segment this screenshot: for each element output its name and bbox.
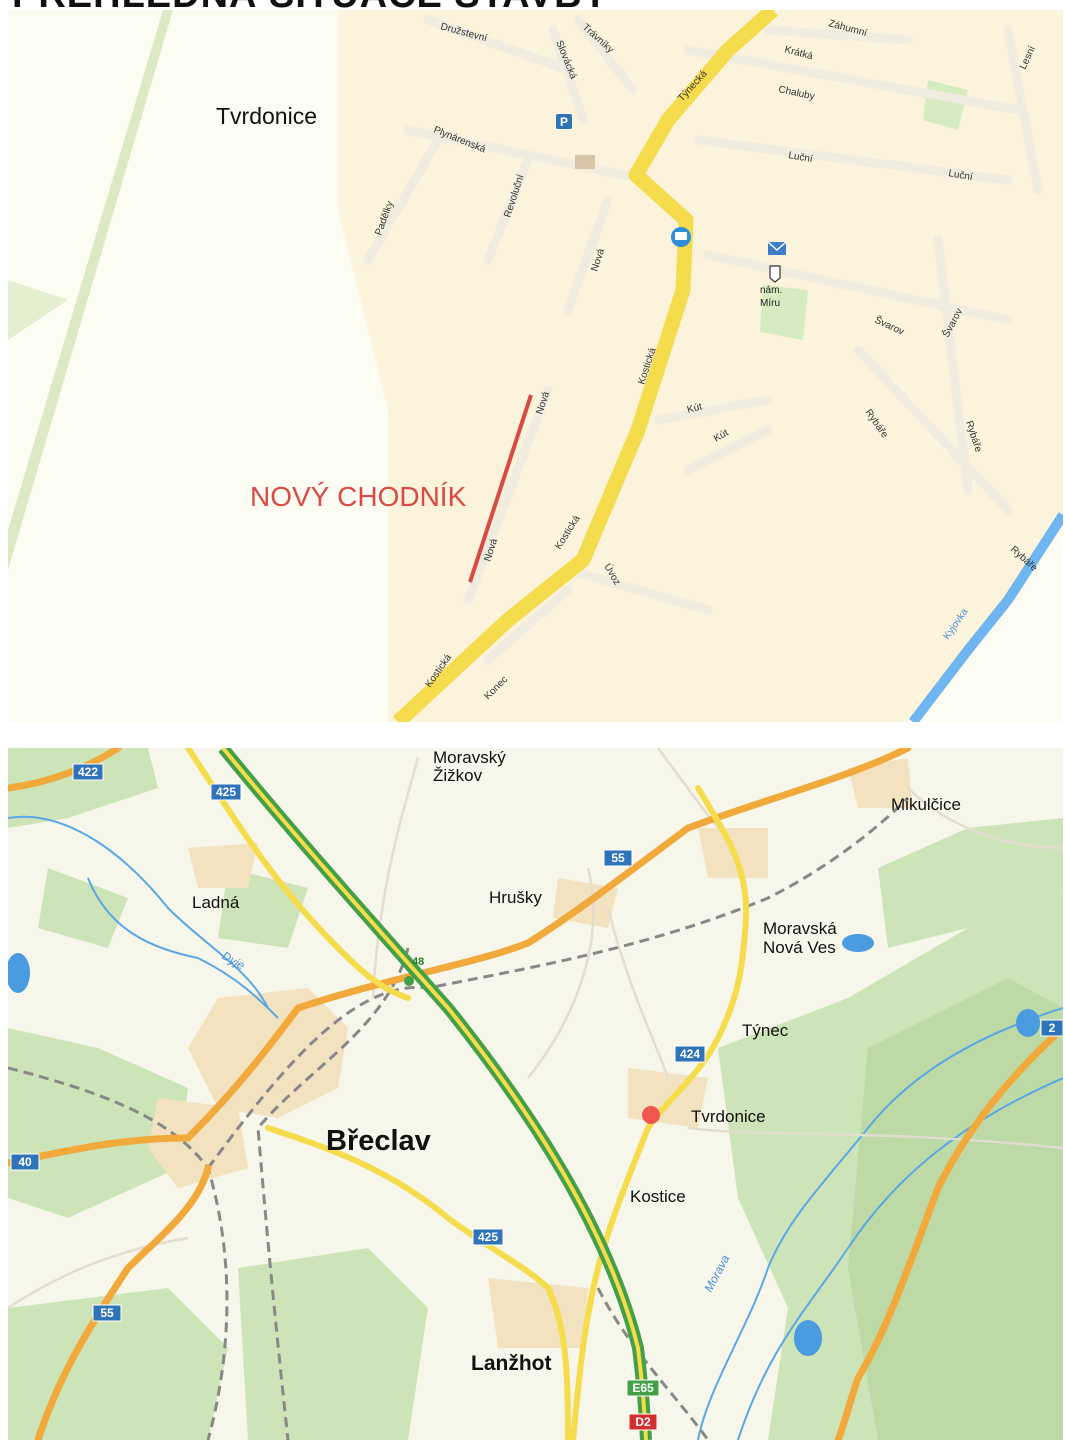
main-road [392, 10, 778, 722]
exit-number: 48 [412, 956, 424, 968]
minor-roads [8, 748, 1063, 1310]
ladna-urban [188, 843, 258, 888]
church-icon [575, 155, 595, 169]
svg-text:55: 55 [611, 851, 625, 865]
region-map-canvas: 48 422 425 55 40 424 425 55 2 E65 D2 Mor… [8, 748, 1063, 1440]
place-label: Kostice [630, 1187, 686, 1206]
road-shield-425: 425 [210, 783, 242, 801]
road-shield-2: 2 [1040, 1019, 1063, 1037]
svg-text:E65: E65 [632, 1381, 654, 1395]
lakes [8, 934, 1040, 1356]
road-shield-40: 40 [10, 1153, 40, 1171]
kyjovka-river [909, 512, 1063, 722]
regional-roads [8, 748, 1063, 1440]
place-label: Ladná [192, 893, 240, 912]
square-label: Míru [760, 298, 780, 309]
lanzhot-urban [488, 1278, 588, 1348]
svg-text:424: 424 [680, 1047, 700, 1061]
road-shield-425: 425 [472, 1228, 504, 1246]
svg-text:425: 425 [478, 1230, 498, 1244]
road-shield-55: 55 [603, 849, 633, 867]
motorway-exit [404, 976, 414, 986]
road-shield-55: 55 [92, 1304, 122, 1322]
region-map[interactable]: 48 422 425 55 40 424 425 55 2 E65 D2 Mor… [8, 748, 1063, 1440]
city-label: Lanžhot [471, 1352, 551, 1375]
detail-map-canvas: P Tvrdonice NOVÝ CHODNÍK Družstevní Slov… [8, 10, 1063, 722]
svg-text:422: 422 [78, 765, 98, 779]
green-area [8, 280, 68, 340]
place-label: Nová Ves [763, 938, 836, 957]
minor-streets [363, 15, 1043, 665]
svg-text:55: 55 [100, 1306, 114, 1320]
street-label: Luční [947, 168, 973, 183]
place-label: Moravská [763, 919, 837, 938]
green-strip [8, 10, 173, 570]
svg-text:P: P [560, 115, 568, 129]
town-hall-icon [769, 265, 781, 283]
detail-map[interactable]: P Tvrdonice NOVÝ CHODNÍK Družstevní Slov… [8, 10, 1063, 722]
project-label: NOVÝ CHODNÍK [250, 481, 467, 512]
river-label: Dyje [220, 948, 248, 972]
place-label: Hrušky [489, 888, 542, 907]
road-shield-d2: D2 [628, 1413, 658, 1431]
city-label: Břeclav [326, 1125, 431, 1157]
bus-stop-icon [671, 227, 691, 247]
svg-text:425: 425 [216, 785, 236, 799]
road-shield-424: 424 [674, 1045, 706, 1063]
place-label: Žižkov [433, 766, 483, 785]
svg-text:2: 2 [1049, 1021, 1056, 1035]
square-park [760, 285, 808, 340]
town-label: Tvrdonice [216, 103, 317, 129]
parking-icon: P [556, 114, 572, 129]
square-label: nám. [760, 285, 782, 296]
dense-forest [848, 978, 1063, 1440]
svg-text:40: 40 [18, 1155, 32, 1169]
river-label: Morava [701, 1252, 732, 1294]
place-label: Mikulčice [891, 795, 961, 814]
place-label: Týnec [742, 1021, 789, 1040]
new-sidewalk-line [468, 394, 533, 583]
road-shield-422: 422 [72, 763, 104, 781]
urban-area [148, 1098, 248, 1188]
road-shield-e65: E65 [626, 1379, 660, 1397]
post-office-icon [767, 241, 787, 255]
street-label: Luční [787, 150, 813, 165]
location-marker [642, 1106, 660, 1124]
motorway-centerline [221, 748, 648, 1440]
svg-text:D2: D2 [635, 1415, 651, 1429]
street-label: Kút [686, 401, 704, 416]
place-label: Tvrdonice [691, 1107, 766, 1126]
place-label: Moravský [433, 748, 506, 767]
